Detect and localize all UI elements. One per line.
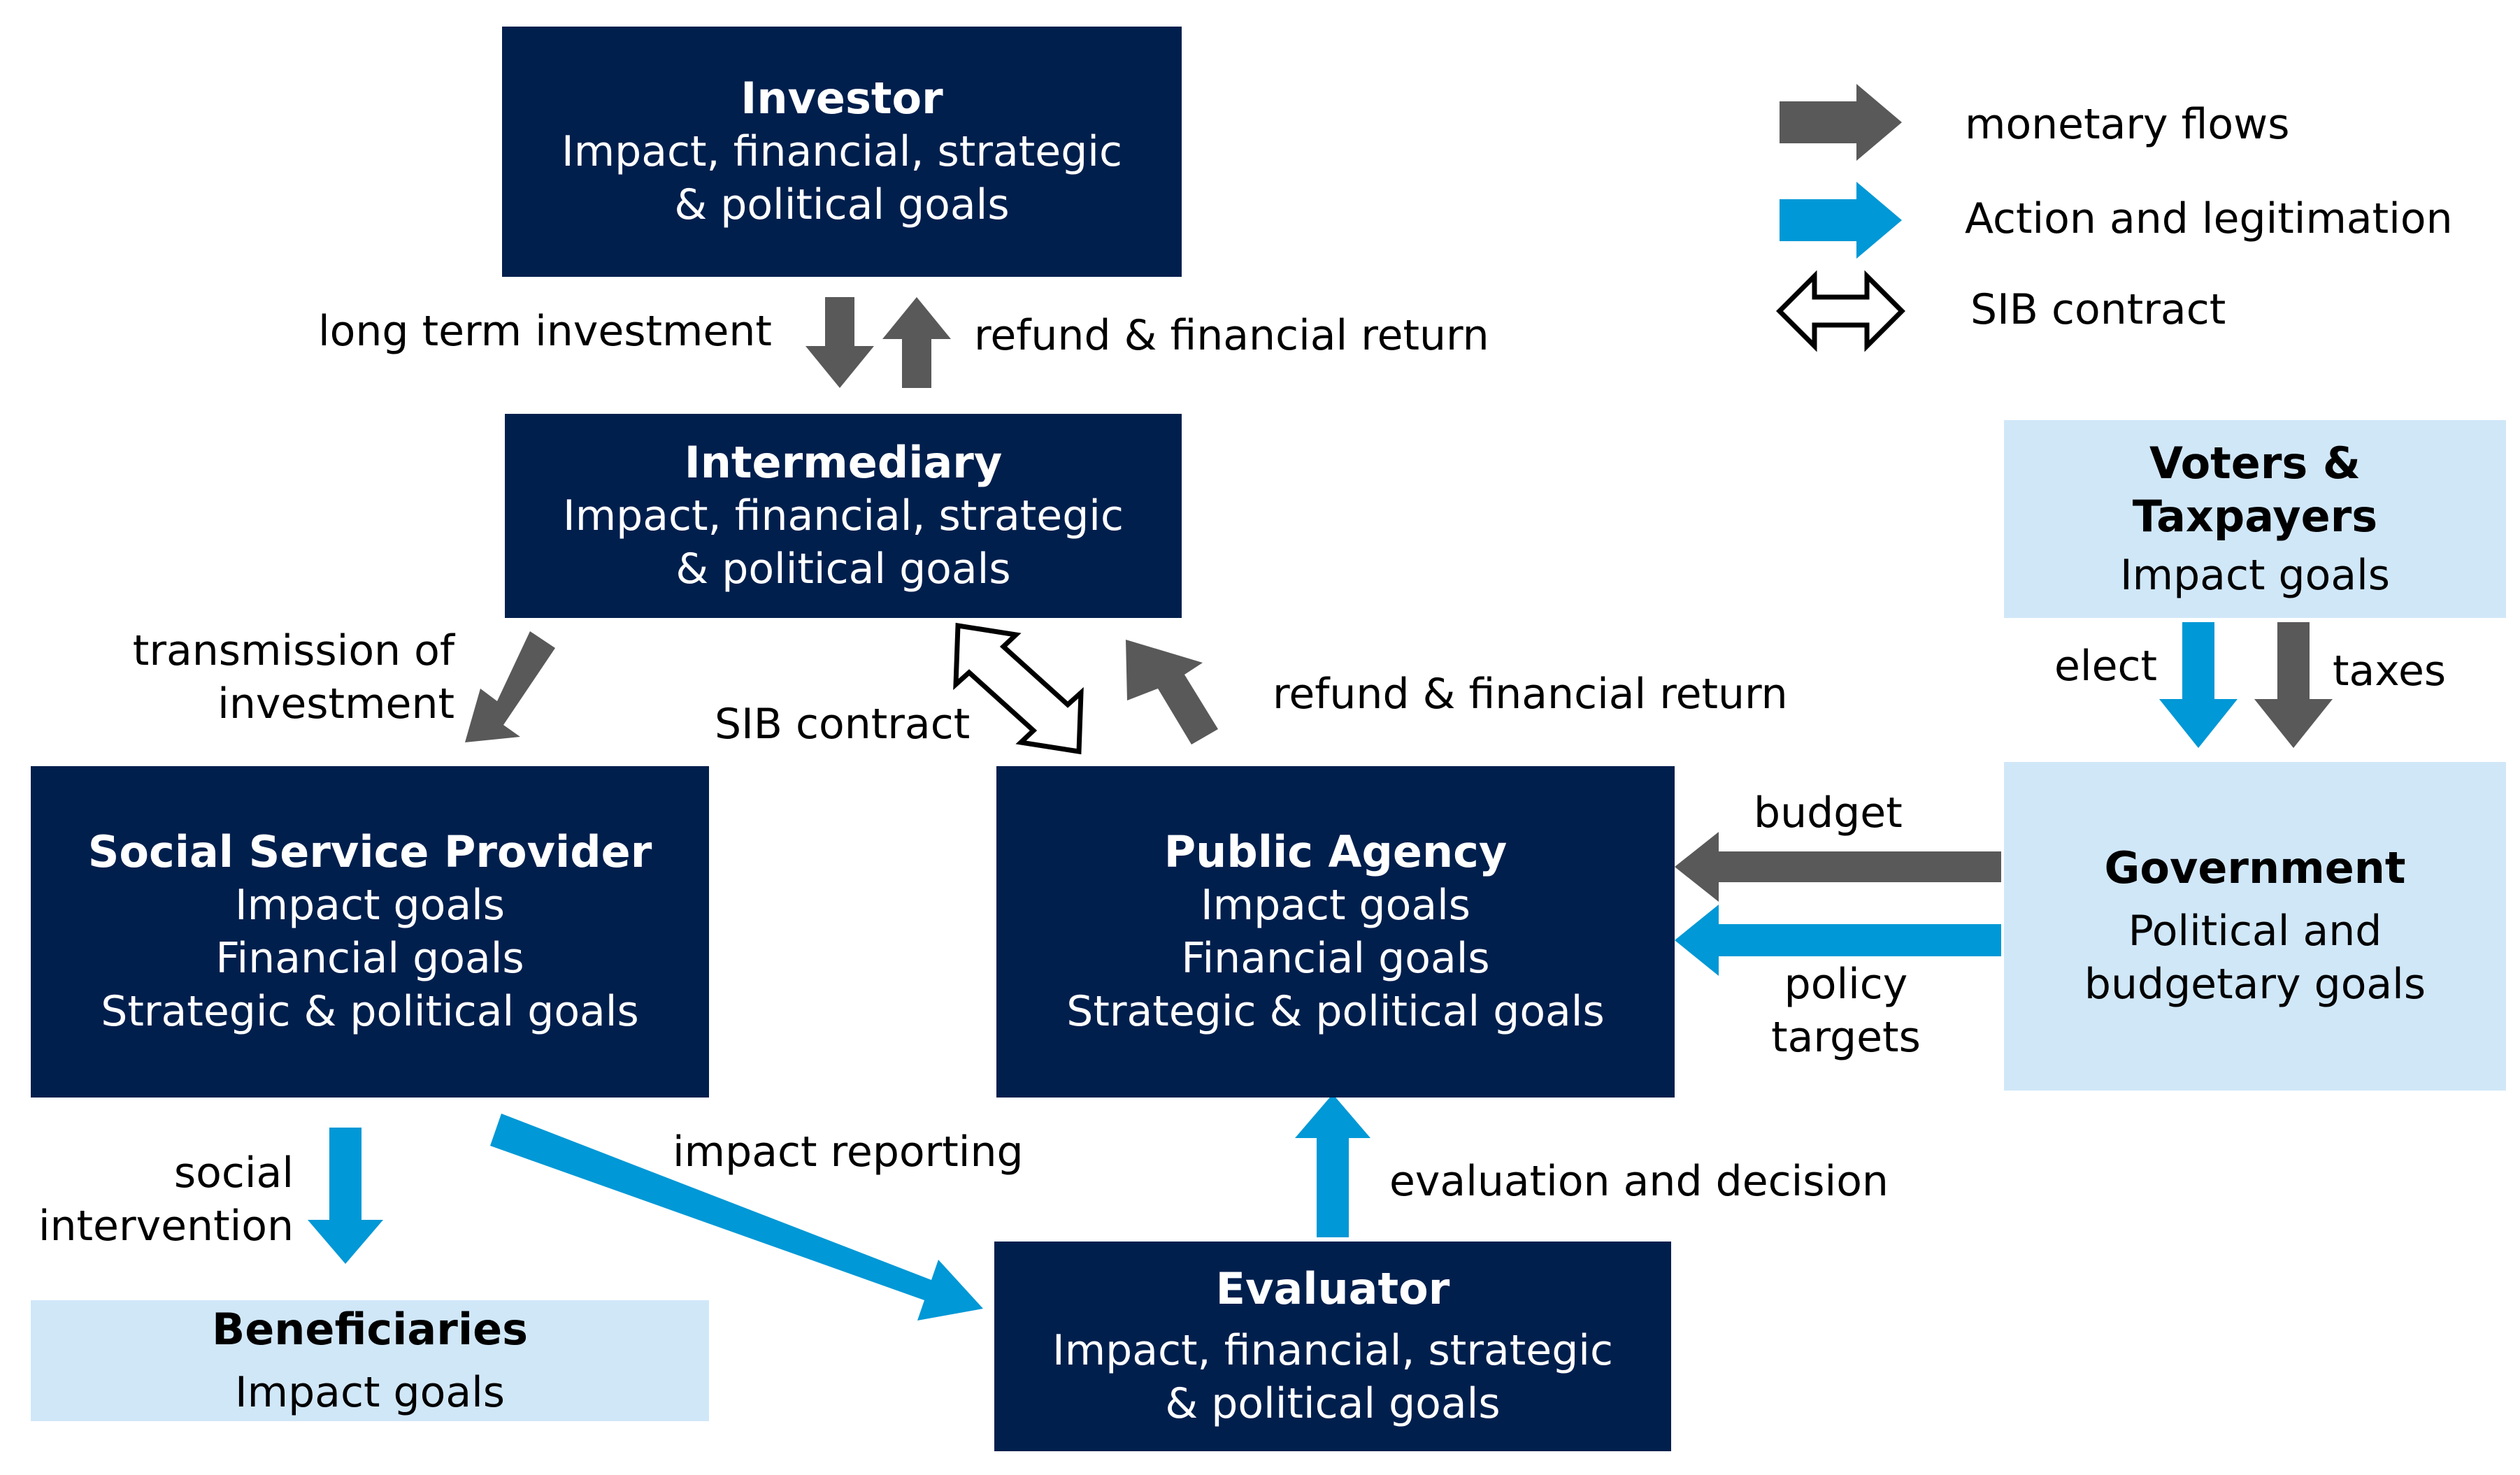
voters-title-line-2: Taxpayers [2132,490,2378,542]
elect-arrow-icon [2159,622,2238,748]
social-service-provider-box: Social Service Provider Impact goals Fin… [31,766,709,1098]
policy-targets-label-line-1: policy [1784,960,1908,1009]
legend-action-arrow-icon [1780,182,1902,259]
provider-goals-line-2: Financial goals [215,934,524,983]
social-intervention-arrow-icon [308,1128,383,1264]
social-intervention-label: social intervention [14,1146,294,1253]
legend-monetary-label: monetary flows [1965,100,2290,149]
provider-goals-line-1: Impact goals [234,881,506,930]
legend-monetary-arrow-icon [1780,84,1902,161]
social-intervention-label-line-1: social [173,1149,294,1197]
refund-top-label: refund & financial return [974,311,1489,360]
provider-title: Social Service Provider [87,826,652,877]
transmission-label-line-2: investment [217,679,454,728]
policy-targets-arrow-icon [1675,905,2001,976]
refund-top-arrow-icon [882,297,951,388]
intermediary-goals-line-2: & political goals [675,545,1011,593]
budget-arrow-icon [1675,832,2001,902]
beneficiaries-title: Beneficiaries [211,1303,529,1355]
social-intervention-label-line-2: intervention [38,1202,294,1251]
policy-targets-label: policy targets [1734,958,1958,1064]
legend-contract-arrow-icon [1776,270,1905,352]
government-title: Government [2104,842,2406,893]
government-box: Government Political and budgetary goals [2004,762,2506,1091]
transmission-label: transmission of investment [112,624,454,731]
beneficiaries-goals-line-1: Impact goals [234,1367,506,1417]
evaluation-arrow-icon [1295,1094,1370,1237]
budget-label: budget [1754,789,1903,837]
long-term-investment-label: long term investment [318,307,772,356]
investor-title: Investor [740,73,943,124]
evaluator-goals-line-2: & political goals [1165,1379,1501,1428]
voters-goals-line-1: Impact goals [2119,550,2391,600]
impact-reporting-label: impact reporting [673,1128,1024,1177]
investor-box: Investor Impact, financial, strategic & … [502,27,1182,277]
investor-goals-line-1: Impact, financial, strategic [561,127,1122,176]
provider-goals-line-3: Strategic & political goals [101,987,639,1036]
sib-contract-label: SIB contract [715,700,971,749]
intermediary-box: Intermediary Impact, financial, strategi… [505,414,1182,618]
agency-goals-line-1: Impact goals [1200,881,1471,930]
impact-reporting-arrow-icon [490,1114,983,1321]
sib-contract-arrow-icon [953,622,1084,755]
government-goals-line-1: Political and [2128,907,2382,956]
intermediary-goals-line-1: Impact, financial, strategic [563,491,1124,540]
voters-taxpayers-box: Voters & Taxpayers Impact goals [2004,420,2506,618]
government-goals-line-2: budgetary goals [2084,960,2426,1009]
evaluator-goals-line-1: Impact, financial, strategic [1052,1326,1613,1375]
evaluation-label: evaluation and decision [1389,1157,1889,1206]
public-agency-box: Public Agency Impact goals Financial goa… [996,766,1675,1098]
taxes-label: taxes [2333,647,2447,696]
long-term-investment-arrow-icon [806,297,874,388]
legend-action-label: Action and legitimation [1965,194,2453,243]
transmission-label-line-1: transmission of [132,626,454,675]
agency-goals-line-2: Financial goals [1181,934,1490,983]
evaluator-title: Evaluator [1215,1263,1450,1314]
beneficiaries-box: Beneficiaries Impact goals [31,1300,709,1421]
agency-goals-line-3: Strategic & political goals [1066,987,1605,1036]
investor-goals-line-2: & political goals [674,180,1010,229]
refund-mid-arrow-icon [1126,640,1218,744]
taxes-arrow-icon [2254,622,2333,748]
legend-contract-label: SIB contract [1970,285,2226,334]
refund-mid-label: refund & financial return [1273,670,1788,719]
policy-targets-label-line-2: targets [1771,1013,1921,1062]
intermediary-title: Intermediary [684,437,1003,488]
agency-title: Public Agency [1164,826,1508,877]
elect-label: elect [2054,642,2158,691]
transmission-arrow-icon [465,631,555,742]
evaluator-box: Evaluator Impact, financial, strategic &… [994,1242,1671,1451]
voters-title-line-1: Voters & [2149,437,2361,489]
